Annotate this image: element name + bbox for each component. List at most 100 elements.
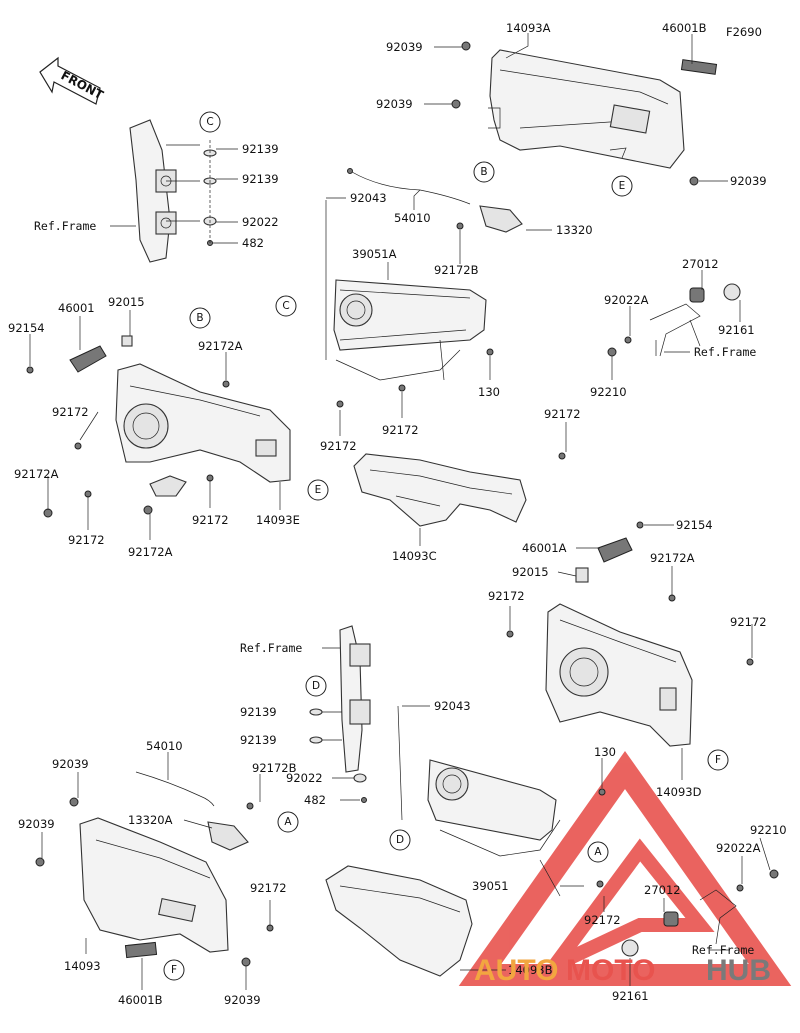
- label-ref-frame: Ref.Frame: [240, 641, 302, 655]
- bolt-92210: [607, 347, 617, 357]
- label-92139: 92139: [242, 142, 279, 156]
- label-92172: 92172: [320, 439, 357, 453]
- label-92161: 92161: [612, 989, 649, 1003]
- label-92172A: 92172A: [198, 339, 243, 353]
- label-27012: 27012: [682, 257, 719, 271]
- label-92172: 92172: [68, 533, 105, 547]
- label-92172: 92172: [544, 407, 581, 421]
- label-92022A: 92022A: [604, 293, 649, 307]
- callout-c-frame: C: [275, 295, 297, 317]
- label-14093A: 14093A: [506, 21, 551, 35]
- grommet-92139: [309, 708, 323, 716]
- label-54010: 54010: [146, 739, 183, 753]
- label-39051A: 39051A: [352, 247, 397, 261]
- bolt-92039: [461, 41, 471, 51]
- label-92039: 92039: [386, 40, 423, 54]
- label-92022A: 92022A: [716, 841, 761, 855]
- svg-text:B: B: [196, 312, 203, 324]
- callout-c-upper: C: [199, 111, 221, 133]
- label-92172: 92172: [52, 405, 89, 419]
- collar-92022A: [736, 884, 744, 892]
- bolt-92039: [241, 957, 251, 967]
- svg-text:AUTO: AUTO: [474, 954, 558, 987]
- label-39051: 39051: [472, 879, 509, 893]
- callout-d-upper: D: [305, 675, 327, 697]
- frame-bracket-27012-lower: [621, 889, 737, 957]
- label-130: 130: [594, 745, 616, 759]
- label-92043: 92043: [434, 699, 471, 713]
- svg-text:A: A: [594, 846, 602, 858]
- frame-39051A: [325, 200, 487, 381]
- collar-92022: [353, 773, 367, 783]
- label-92139: 92139: [240, 733, 277, 747]
- label-92172: 92172: [250, 881, 287, 895]
- nut-130: [598, 788, 606, 796]
- label-14093B: 14093B: [508, 963, 553, 977]
- bolt-92039: [689, 176, 699, 186]
- clip-46001A: [597, 537, 633, 563]
- bolt-92172A: [222, 380, 230, 388]
- label-14093D: 14093D: [656, 785, 702, 799]
- frame-bracket-upper: [129, 119, 177, 263]
- leader-lines: [29, 33, 771, 990]
- svg-text:D: D: [312, 680, 320, 692]
- grommet-92139: [309, 736, 323, 744]
- label-27012: 27012: [644, 883, 681, 897]
- label-14093E: 14093E: [256, 513, 300, 527]
- figure-code: F2690: [726, 25, 762, 39]
- bolt-92172: [74, 442, 82, 450]
- bolt-92172B: [246, 802, 254, 810]
- label-92015: 92015: [512, 565, 549, 579]
- svg-text:C: C: [206, 116, 213, 128]
- label-46001A: 46001A: [522, 541, 567, 555]
- label-14093: 14093: [64, 959, 101, 973]
- svg-text:MOTO: MOTO: [566, 954, 655, 987]
- nut-130: [486, 348, 494, 356]
- label-92172A: 92172A: [650, 551, 695, 565]
- label-13320: 13320: [556, 223, 593, 237]
- bolt-92172: [596, 880, 604, 888]
- label-ref-frame: Ref.Frame: [694, 345, 756, 359]
- bolt-92172: [558, 452, 566, 460]
- label-54010: 54010: [394, 211, 431, 225]
- svg-text:E: E: [315, 484, 322, 496]
- label-ref-frame: Ref.Frame: [692, 943, 754, 957]
- panel-14093E: [115, 363, 291, 497]
- watermark-logo: [458, 750, 792, 986]
- label-92022: 92022: [242, 215, 279, 229]
- label-482: 482: [242, 236, 264, 250]
- label-92139: 92139: [242, 172, 279, 186]
- label-92039: 92039: [730, 174, 767, 188]
- label-46001B: 46001B: [662, 21, 707, 35]
- panel-14093D: [545, 603, 693, 747]
- panel-14093C: [353, 453, 527, 527]
- label-92161: 92161: [718, 323, 755, 337]
- label-92022: 92022: [286, 771, 323, 785]
- bolt-92154: [26, 366, 34, 374]
- bolt-92039: [35, 857, 45, 867]
- label-92172: 92172: [192, 513, 229, 527]
- callout-a-upper: A: [277, 811, 299, 833]
- label-92172B: 92172B: [434, 263, 479, 277]
- label-92139: 92139: [240, 705, 277, 719]
- callout-e-left: E: [307, 479, 329, 501]
- label-92172B: 92172B: [252, 761, 297, 775]
- label-92039: 92039: [52, 757, 89, 771]
- label-92043: 92043: [350, 191, 387, 205]
- label-92172: 92172: [730, 615, 767, 629]
- label-46001B: 46001B: [118, 993, 163, 1007]
- bolt-92039: [69, 797, 79, 807]
- bolt-92172: [336, 400, 344, 408]
- bolt-92172A: [143, 505, 153, 515]
- svg-text:F: F: [715, 754, 721, 766]
- label-14093C: 14093C: [392, 549, 437, 563]
- svg-text:A: A: [284, 816, 292, 828]
- nut-482: [361, 797, 367, 803]
- bolt-92039: [451, 99, 461, 109]
- latch-13320A: [207, 821, 249, 851]
- callout-b-top: B: [473, 161, 495, 183]
- bolt-92172: [506, 630, 514, 638]
- svg-text:HUB: HUB: [706, 954, 771, 987]
- label-130: 130: [478, 385, 500, 399]
- label-92172: 92172: [382, 423, 419, 437]
